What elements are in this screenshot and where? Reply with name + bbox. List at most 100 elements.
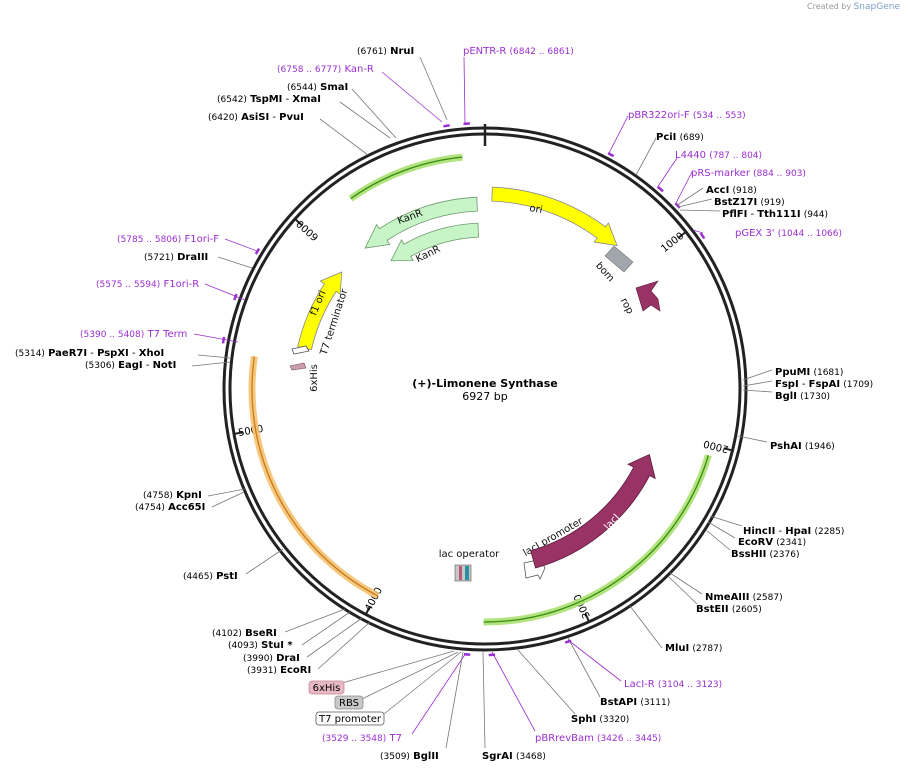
enzyme-label-nmeaiii[interactable]: NmeAIII (2587) bbox=[705, 592, 783, 603]
enzyme-label-acci[interactable]: AccI (918) bbox=[706, 185, 757, 196]
primer-label-laci-r[interactable]: LacI-R (3104 .. 3123) bbox=[624, 679, 722, 690]
leader-line bbox=[482, 651, 486, 749]
leader-line bbox=[306, 617, 363, 658]
primer-label-pentr-r[interactable]: pENTR-R (6842 .. 6861) bbox=[463, 46, 574, 57]
primer-label-f1ori-f[interactable]: (5785 .. 5806) F1ori-F bbox=[117, 234, 219, 245]
leader-line bbox=[381, 71, 443, 123]
primer-label-t7[interactable]: (3529 .. 3548) T7 bbox=[322, 733, 402, 744]
feature-label-rop: rop bbox=[618, 296, 635, 316]
primer-mark bbox=[564, 639, 572, 644]
enzyme-label-pcii[interactable]: PciI (689) bbox=[656, 132, 704, 143]
leader-line bbox=[705, 529, 731, 551]
enzyme-label-pshai[interactable]: PshAI (1946) bbox=[770, 441, 835, 452]
scale-tick bbox=[584, 613, 590, 622]
orf-line-green-right bbox=[483, 455, 710, 623]
enzyme-label-sgrai[interactable]: SgrAI (3468) bbox=[482, 751, 546, 762]
scale-tick bbox=[678, 231, 686, 239]
leader-line bbox=[491, 651, 536, 732]
enzyme-label-sphi[interactable]: SphI (3320) bbox=[571, 714, 629, 725]
enzyme-label-bstapi[interactable]: BstAPI (3111) bbox=[600, 697, 670, 708]
feature-ori[interactable] bbox=[491, 186, 618, 246]
enzyme-label-bglii[interactable]: (3509) BglII bbox=[380, 751, 439, 762]
feature-f1ori[interactable] bbox=[297, 271, 343, 351]
plasmid-name: (+)-Limonene Synthase bbox=[412, 377, 558, 390]
enzyme-label-smai[interactable]: (6544) SmaI bbox=[287, 82, 348, 93]
enzyme-label-fspi[interactable]: FspI - FspAI (1709) bbox=[775, 379, 873, 390]
leader-line bbox=[463, 56, 466, 124]
orf-line-orange bbox=[251, 356, 379, 597]
enzyme-label-bsteii[interactable]: BstEII (2605) bbox=[696, 604, 762, 615]
enzyme-label-tspmi[interactable]: (6542) TspMI - XmaI bbox=[217, 94, 321, 105]
leader-line bbox=[692, 229, 704, 234]
leader-line bbox=[204, 283, 246, 301]
primer-label-t7-term[interactable]: (5390 .. 5408) T7 Term bbox=[80, 329, 187, 340]
leader-line bbox=[709, 515, 743, 527]
feature-kanr2[interactable] bbox=[390, 222, 479, 262]
enzyme-label-mlui[interactable]: MluI (2787) bbox=[665, 643, 722, 654]
feature-rbs-mark bbox=[459, 566, 462, 580]
leader-line bbox=[224, 238, 258, 252]
primer-label-f1ori-r[interactable]: (5575 .. 5594) F1ori-R bbox=[96, 279, 199, 290]
feature-t7-terminator[interactable] bbox=[291, 345, 310, 355]
enzyme-label-draiii[interactable]: (5721) DraIII bbox=[144, 252, 208, 263]
primer-label-pbrrevbam[interactable]: pBRrevBam (3426 .. 3445) bbox=[535, 733, 661, 744]
primer-mark bbox=[233, 293, 238, 301]
scale-tick-label: 2000 bbox=[702, 437, 729, 454]
leader-line bbox=[197, 354, 231, 359]
leader-line bbox=[341, 650, 455, 684]
leader-line bbox=[629, 605, 663, 649]
primer-mark bbox=[443, 124, 450, 128]
enzyme-label-eagi[interactable]: (5306) EagI - NotI bbox=[85, 360, 176, 371]
leader-line bbox=[383, 651, 462, 715]
feature-rop[interactable] bbox=[635, 280, 661, 312]
feature-bom[interactable] bbox=[604, 245, 634, 273]
leader-line bbox=[656, 157, 678, 189]
primer-label-kan-r[interactable]: (6758 .. 6777) Kan-R bbox=[277, 64, 374, 75]
enzyme-label-asisi[interactable]: (6420) AsiSI - PvuI bbox=[208, 112, 304, 123]
leader-line bbox=[361, 651, 459, 700]
leader-line bbox=[567, 637, 601, 698]
enzyme-label-pflfi[interactable]: PflFI - Tth111I (944) bbox=[722, 209, 828, 220]
enzyme-label-stui[interactable]: (4093) StuI * bbox=[228, 640, 293, 651]
tag-t7-promoter-box[interactable] bbox=[315, 711, 385, 726]
leader-line bbox=[517, 649, 576, 715]
primer-mark bbox=[463, 122, 470, 126]
orf-line-green-top bbox=[350, 156, 463, 200]
enzyme-label-psti[interactable]: (4465) PstI bbox=[183, 571, 238, 582]
leader-line bbox=[317, 621, 371, 670]
enzyme-label-kpni[interactable]: (4758) KpnI bbox=[143, 490, 202, 501]
tag-6xhis-box[interactable] bbox=[308, 680, 345, 695]
enzyme-label-acc65i[interactable]: (4754) Acc65I bbox=[135, 502, 205, 513]
primer-mark bbox=[674, 202, 681, 209]
primer-label-pbr322ori-f[interactable]: pBR322ori-F (534 .. 553) bbox=[628, 110, 746, 121]
enzyme-label-paer7i[interactable]: (5314) PaeR7I - PspXI - XhoI bbox=[15, 348, 164, 359]
leader-line bbox=[742, 369, 773, 381]
enzyme-label-nrui[interactable]: (6761) NruI bbox=[357, 46, 414, 57]
leader-line bbox=[742, 389, 773, 393]
plasmid-size: 6927 bp bbox=[462, 390, 507, 403]
primer-label-l4440[interactable]: L4440 (787 .. 804) bbox=[675, 150, 762, 161]
enzyme-label-bgli[interactable]: BglI (1730) bbox=[775, 391, 830, 402]
enzyme-label-ppumi[interactable]: PpuMI (1681) bbox=[775, 367, 843, 378]
tag-rbs-box[interactable] bbox=[334, 695, 364, 710]
enzyme-label-bsshii[interactable]: BssHII (2376) bbox=[731, 549, 799, 560]
feature-6xhis-box[interactable] bbox=[289, 362, 307, 371]
enzyme-label-bstz17i[interactable]: BstZ17I (919) bbox=[714, 197, 785, 208]
leader-line bbox=[675, 187, 704, 207]
feature-kanr1[interactable] bbox=[364, 196, 478, 249]
enzyme-label-drai[interactable]: (3990) DraI bbox=[243, 653, 300, 664]
feature-laci[interactable] bbox=[530, 453, 656, 569]
enzyme-label-bseri[interactable]: (4102) BseRI bbox=[212, 628, 277, 639]
primer-label-pgex-3[interactable]: pGEX 3' (1044 .. 1066) bbox=[735, 228, 842, 239]
enzyme-label-hincii[interactable]: HincII - HpaI (2285) bbox=[743, 526, 844, 537]
enzyme-label-ecori[interactable]: (3931) EcoRI bbox=[247, 665, 311, 676]
leader-line bbox=[217, 256, 253, 269]
primer-label-prs-marker[interactable]: pRS-marker (884 .. 903) bbox=[691, 168, 806, 179]
snapgene-brand: SnapGene bbox=[853, 2, 900, 12]
feature-label-bom: bom bbox=[593, 260, 616, 284]
enzyme-label-ecorv[interactable]: EcoRV (2341) bbox=[738, 537, 806, 548]
scale-tick bbox=[365, 605, 371, 614]
leader-line bbox=[411, 652, 467, 735]
primer-mark bbox=[699, 232, 706, 240]
leader-line bbox=[419, 56, 448, 121]
